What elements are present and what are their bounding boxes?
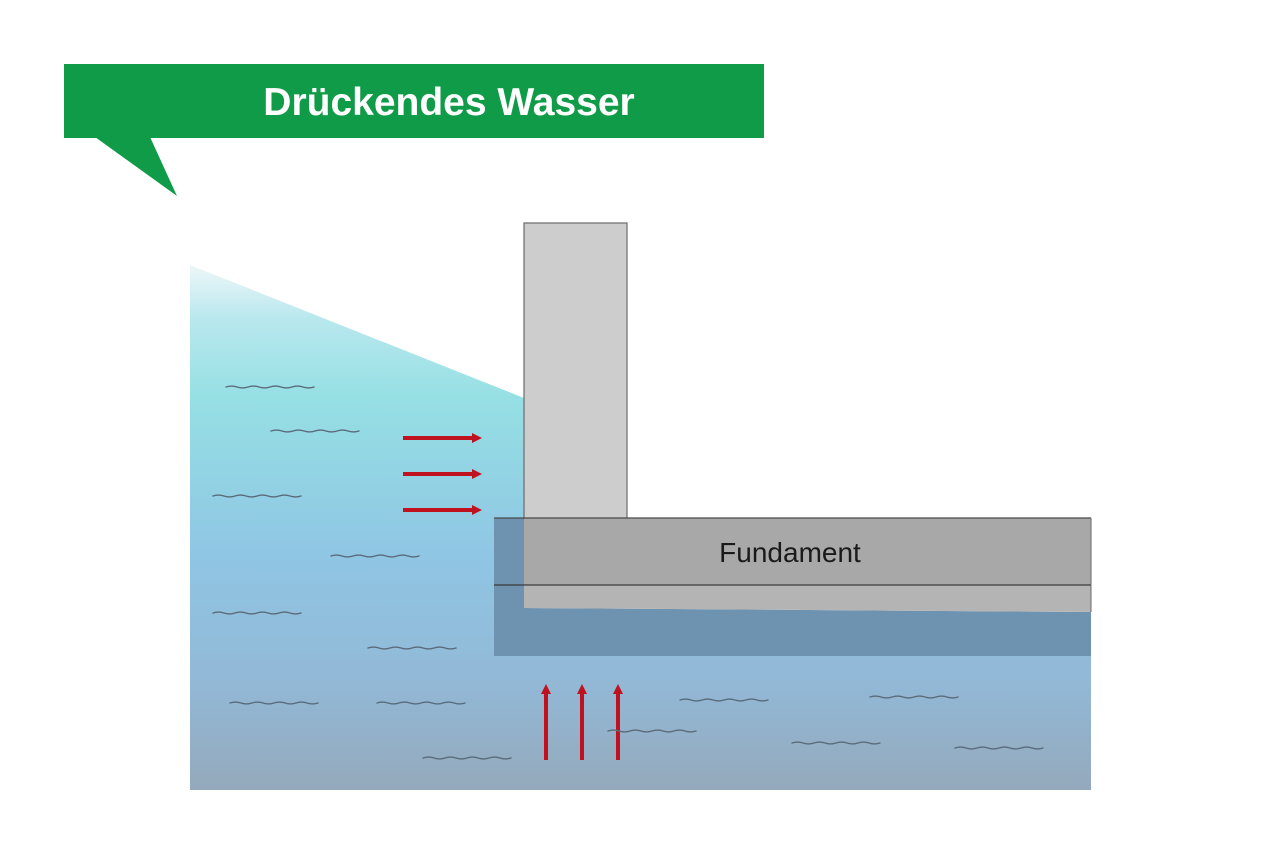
water-wave-icon	[422, 756, 512, 760]
lateral-pressure-arrows	[403, 433, 482, 515]
water-wave-icon	[954, 746, 1044, 750]
water-wave-icon	[367, 646, 457, 650]
diagram-title: Drückendes Wasser	[263, 81, 634, 124]
water-wave-icon	[229, 701, 319, 705]
foundation-lower-layer	[524, 585, 1091, 612]
water-wave-icon	[270, 429, 360, 433]
water-wave-icon	[330, 554, 420, 558]
foundation-label: Fundament	[719, 537, 861, 568]
foundation-slab	[524, 518, 1091, 585]
speech-bubble-tail	[95, 137, 177, 196]
water-wave-icon	[212, 494, 302, 498]
wall	[523, 222, 628, 520]
water-wave-icon	[869, 695, 959, 699]
water-under-foundation	[494, 518, 1091, 656]
water-wave-icon	[607, 729, 697, 733]
water-wave-icon	[791, 741, 881, 745]
water-wave-icon	[225, 385, 315, 389]
water-wave-icon	[212, 611, 302, 615]
water-waves	[212, 385, 1044, 760]
title-banner: Drückendes Wasser	[64, 64, 764, 196]
foundation: Fundament	[494, 517, 1092, 612]
water-wave-icon	[679, 698, 769, 702]
uplift-pressure-arrows	[541, 684, 623, 760]
water-body	[190, 265, 1091, 790]
title-banner-box	[64, 64, 764, 138]
water-wave-icon	[376, 701, 466, 705]
